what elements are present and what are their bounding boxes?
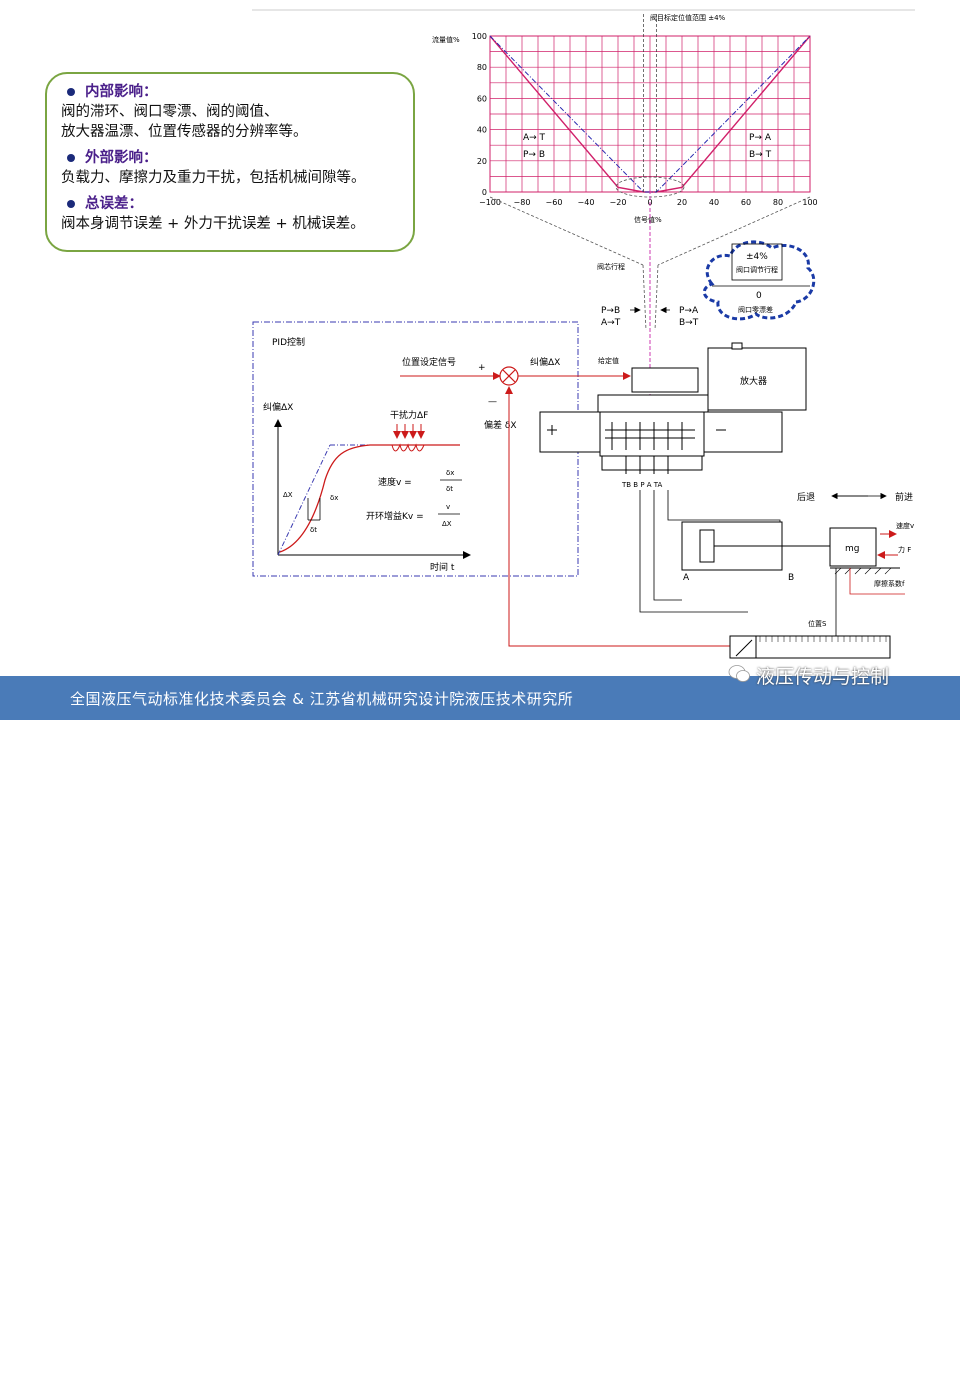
bullet-icon xyxy=(67,199,75,208)
chart-ytick: 0 xyxy=(482,188,487,197)
influence-info-box: 内部影响： 阀的滞环、阀口零漂、阀的阈值、 放大器温漂、位置传感器的分辨率等。 … xyxy=(45,72,415,252)
pid-response-graph: 纠偏ΔX 时间 t ΔX δx δt 干扰力ΔF 速度v = δx δt 开环增… xyxy=(263,401,471,573)
internal-line2: 放大器温漂、位置传感器的分辨率等。 xyxy=(61,124,308,140)
cloud-drift: 阀口零漂差 xyxy=(738,305,773,314)
chart-ideal-line xyxy=(489,35,811,193)
external-line1: 负载力、摩擦力及重力干扰，包括机械间隙等。 xyxy=(61,170,366,186)
chart-ytick: 40 xyxy=(477,126,487,135)
pid-yaxis: 纠偏ΔX xyxy=(263,401,293,413)
footer-text: 全国液压气动标准化技术委员会 & 江苏省机械研究设计院液压技术研究所 xyxy=(70,690,574,708)
speed-v-label: 速度v xyxy=(896,521,914,530)
pid-xaxis: 时间 t xyxy=(430,561,455,573)
speed-den: δt xyxy=(446,485,453,493)
pid-dx: ΔX xyxy=(283,491,293,499)
plus-sign: + xyxy=(478,363,486,373)
cloud-zero: 0 xyxy=(756,291,762,301)
port-b: B xyxy=(788,573,794,583)
mass-label: mg xyxy=(845,544,859,554)
cloud-adj: 阀口调节行程 xyxy=(736,265,778,274)
flow-right-2: B→T xyxy=(679,318,699,328)
feedback-line xyxy=(505,386,730,647)
hydraulic-cylinder xyxy=(681,521,877,571)
chart-xtick: −100 xyxy=(479,198,501,207)
chart-xtick: 20 xyxy=(677,198,687,207)
port-row: TB B P A TA xyxy=(621,481,663,489)
chart-ytick: 100 xyxy=(472,32,487,41)
chart-xtick: 80 xyxy=(773,198,783,207)
forward-label: 前进 xyxy=(895,491,913,503)
chart-ylabel: 流量值% xyxy=(432,35,460,44)
speed-label: 速度v = xyxy=(378,476,412,488)
given-label: 给定值 xyxy=(598,356,619,365)
pid-label: PID控制 xyxy=(272,336,305,348)
chart-xtick: 40 xyxy=(709,198,719,207)
chart-label-at: A→ T xyxy=(523,133,546,143)
minus-sign: — xyxy=(488,397,497,407)
port-a: A xyxy=(683,573,690,583)
spool-funnel xyxy=(489,196,811,331)
chart-label-bt: B→ T xyxy=(749,150,772,160)
pid-dx2: δx xyxy=(330,494,338,502)
total-line1: 阀本身调节误差 + 外力干扰误差 + 机械误差。 xyxy=(61,216,365,232)
chart-ytick: 60 xyxy=(477,94,487,103)
chart-title: 阀目标定位值范围 ±4% xyxy=(650,13,726,22)
wechat-icon xyxy=(728,665,750,682)
chart-xtick: −80 xyxy=(514,198,531,207)
flow-left-2: A→T xyxy=(601,318,621,328)
chart-label-pa: P→ A xyxy=(749,133,772,143)
position-sensor xyxy=(729,635,891,659)
setpoint-label: 位置设定信号 xyxy=(402,356,456,368)
friction-label: 摩擦系数f xyxy=(874,579,905,588)
brand-label: 液压传动与控制 xyxy=(756,666,890,688)
chart-xtick: −20 xyxy=(610,198,627,207)
spool-stroke-label: 阀芯行程 xyxy=(597,262,625,271)
hydraulic-diagram: 100806040200−100−80−60−40−20020406080100… xyxy=(252,9,915,659)
deviation-label: 偏差 δX xyxy=(484,419,517,431)
amplifier-label: 放大器 xyxy=(740,375,767,387)
chart-xtick: 100 xyxy=(802,198,817,207)
flow-right-1: P→A xyxy=(679,306,699,316)
cloud-pct: ±4% xyxy=(746,252,768,262)
chart-xlabel: 信号值% xyxy=(634,215,662,224)
force-f-label: 力 F xyxy=(898,545,911,554)
gain-den: ΔX xyxy=(442,520,452,528)
servo-valve xyxy=(539,342,807,474)
flow-left-1: P→B xyxy=(601,306,620,316)
page-number: 159 xyxy=(886,1360,921,1381)
total-title: 总误差： xyxy=(85,196,143,212)
gain-num: v xyxy=(446,503,450,511)
zero-drift-cloud: ±4% 阀口调节行程 0 阀口零漂差 xyxy=(702,240,816,321)
chart-ytick: 80 xyxy=(477,63,487,72)
position-label: 位置S xyxy=(808,619,827,628)
internal-title: 内部影响： xyxy=(85,84,158,100)
bullet-icon xyxy=(67,153,75,162)
gain-label: 开环增益Kv = xyxy=(366,510,424,522)
chart-label-pb: P→ B xyxy=(523,150,545,160)
pid-dt: δt xyxy=(310,526,317,534)
flow-chart: 100806040200−100−80−60−40−20020406080100… xyxy=(432,13,818,224)
disturbance-label: 干扰力ΔF xyxy=(390,409,428,421)
external-title: 外部影响： xyxy=(85,150,158,166)
footer-bar: 全国液压气动标准化技术委员会 & 江苏省机械研究设计院液压技术研究所 159 xyxy=(0,676,960,1381)
chart-ytick: 20 xyxy=(477,157,487,166)
chart-xtick: 60 xyxy=(741,198,751,207)
correction-label: 纠偏ΔX xyxy=(530,356,560,368)
chart-xtick: −60 xyxy=(546,198,563,207)
back-label: 后退 xyxy=(797,492,815,503)
speed-num: δx xyxy=(446,469,454,477)
chart-xtick: −40 xyxy=(578,198,595,207)
bullet-icon xyxy=(67,87,75,96)
internal-line1: 阀的滞环、阀口零漂、阀的阈值、 xyxy=(61,104,279,120)
